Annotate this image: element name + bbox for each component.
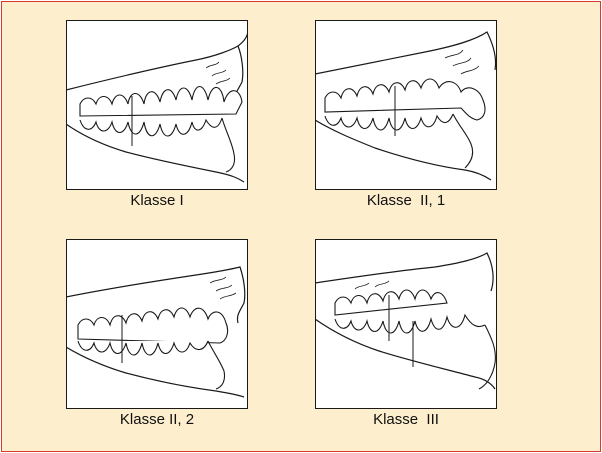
panel-klasse-2-1: Klasse II, 1 <box>315 20 497 190</box>
jaw-illustration-klasse-2-1 <box>315 20 497 190</box>
panel-klasse-3: Klasse III <box>315 239 497 409</box>
jaw-illustration-klasse-1 <box>66 20 248 190</box>
caption-klasse-2-2: Klasse II, 2 <box>66 411 248 428</box>
caption-klasse-3: Klasse III <box>315 411 497 428</box>
jaw-illustration-klasse-2-2 <box>66 239 248 409</box>
panel-klasse-2-2: Klasse II, 2 <box>66 239 248 409</box>
caption-klasse-2-1: Klasse II, 1 <box>315 192 497 209</box>
panel-klasse-1: Klasse I <box>66 20 248 190</box>
jaw-illustration-klasse-3 <box>315 239 497 409</box>
caption-klasse-1: Klasse I <box>66 192 248 209</box>
